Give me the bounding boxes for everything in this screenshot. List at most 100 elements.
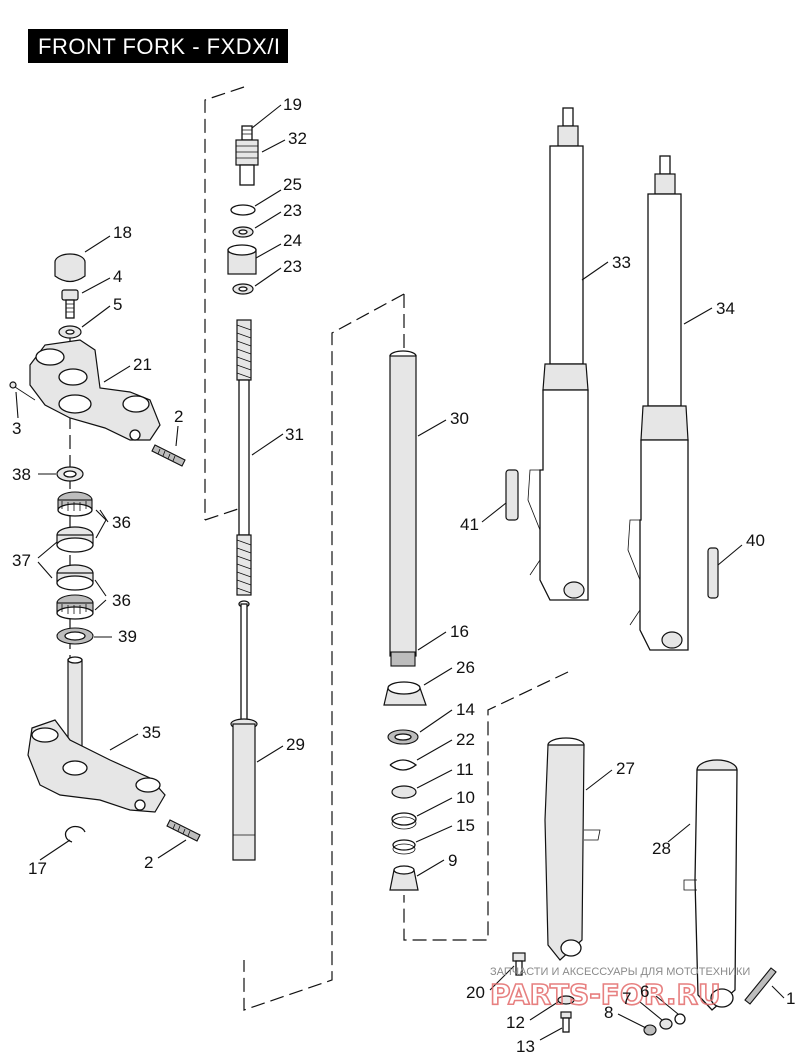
callout-2-lower: 2 [144, 853, 153, 872]
part-2-pinch-bolt-lower [166, 819, 201, 842]
part-25-o-ring [230, 204, 256, 216]
callout-39: 39 [118, 627, 137, 646]
callout-17: 17 [28, 859, 47, 878]
callout-41: 41 [460, 515, 479, 534]
part-20-drain-screw [512, 952, 526, 976]
callout-7: 7 [622, 989, 631, 1008]
callout-labels: 19 32 25 23 24 23 18 4 5 21 3 2 31 38 36… [12, 95, 795, 1056]
callout-32: 32 [288, 129, 307, 148]
part-23-spacer-lower [232, 283, 254, 295]
callout-11: 11 [456, 760, 474, 779]
callout-16: 16 [450, 622, 469, 641]
part-11-washer [391, 785, 417, 799]
assembly-guide-spring-lower [204, 506, 245, 521]
callout-19: 19 [283, 95, 302, 114]
part-41-decal [505, 469, 519, 521]
callout-31: 31 [285, 425, 304, 444]
callout-23-upper: 23 [283, 201, 302, 220]
leader-lines [15, 104, 785, 1041]
callout-26: 26 [456, 658, 475, 677]
part-9-lock [389, 865, 419, 891]
part-29-damper-rod [230, 600, 258, 861]
callout-25: 25 [283, 175, 302, 194]
part-37-race-upper [56, 526, 94, 553]
callout-28: 28 [652, 839, 671, 858]
callout-12: 12 [506, 1013, 525, 1032]
callout-22: 22 [456, 730, 475, 749]
part-40-decal [707, 547, 719, 599]
callout-36-lower: 36 [112, 591, 131, 610]
callout-35: 35 [142, 723, 161, 742]
callout-29: 29 [286, 735, 305, 754]
callout-10: 10 [456, 788, 475, 807]
part-30-fork-tube [389, 350, 417, 657]
callout-13: 13 [516, 1037, 535, 1056]
callout-5: 5 [113, 295, 122, 314]
part-23-spacer-upper [232, 226, 254, 238]
diagram-title-bar: FRONT FORK - FXDX/I [28, 29, 288, 63]
part-12-washer [557, 995, 575, 1005]
part-13-bolt [560, 1011, 572, 1033]
callout-18: 18 [113, 223, 132, 242]
callout-33: 33 [612, 253, 631, 272]
part-28-slider-right [683, 759, 738, 1011]
callout-38: 38 [12, 465, 31, 484]
callout-27: 27 [616, 759, 635, 778]
part-2-pinch-bolt-upper [151, 444, 186, 467]
part-7-washer [659, 1018, 673, 1030]
callout-14: 14 [456, 700, 475, 719]
part-4-bolt [61, 289, 79, 319]
part-26-dust-cover [383, 681, 427, 706]
part-36-bearing-upper [57, 491, 93, 517]
part-22-retaining-ring [389, 759, 418, 771]
part-16-tube-bushing [390, 651, 416, 667]
part-27-slider-left [544, 737, 601, 961]
callout-40: 40 [746, 531, 765, 550]
callout-3: 3 [12, 419, 21, 438]
part-8-nut [643, 1024, 657, 1036]
assembly-guide-tube [243, 293, 405, 1011]
part-1-stud [744, 967, 777, 1005]
part-39-seal [56, 627, 94, 645]
part-21-upper-bracket [29, 339, 161, 441]
part-35-lower-bracket [27, 656, 166, 813]
callout-21: 21 [133, 355, 152, 374]
callout-37: 37 [12, 551, 31, 570]
watermark-logo: PARTS-FOR.RU [490, 978, 721, 1011]
callout-2-upper: 2 [174, 407, 183, 426]
callout-36-upper: 36 [112, 513, 131, 532]
part-31-spring [236, 319, 252, 596]
part-3-screw [9, 381, 36, 401]
callout-1: 1 [786, 989, 795, 1008]
callout-23-lower: 23 [283, 257, 302, 276]
assembly-guide-slider [403, 671, 569, 941]
part-33-fork-assembly-left [527, 107, 589, 601]
callout-8: 8 [604, 1003, 613, 1022]
part-19-adjuster [241, 125, 253, 141]
callout-34: 34 [716, 299, 735, 318]
callout-20: 20 [466, 983, 485, 1002]
part-24-bushing [227, 244, 257, 275]
diagram-title: FRONT FORK - FXDX/I [38, 34, 281, 59]
part-32-cap-assembly [235, 139, 259, 186]
assembly-guide-spring [204, 86, 245, 520]
part-10-slider-bushing [391, 812, 417, 830]
part-14-oil-seal [387, 729, 419, 745]
part-5-washer [58, 325, 82, 339]
callout-30: 30 [450, 409, 469, 428]
part-34-fork-assembly-right [627, 155, 689, 651]
part-17-snap-ring [64, 825, 86, 843]
part-36-bearing-lower [56, 594, 94, 620]
part-15-tube-bushing [392, 839, 416, 855]
part-38-washer [56, 466, 84, 482]
callout-9: 9 [448, 851, 457, 870]
part-37-race-lower [56, 564, 94, 591]
part-6-ring [674, 1013, 686, 1025]
callout-4: 4 [113, 267, 122, 286]
part-18-cap [54, 253, 86, 283]
callout-15: 15 [456, 816, 475, 835]
callout-6: 6 [640, 982, 649, 1001]
watermark-text: ЗАПЧАСТИ И АКСЕССУАРЫ ДЛЯ МОТОТЕХНИКИ [490, 966, 750, 978]
callout-24: 24 [283, 231, 302, 250]
